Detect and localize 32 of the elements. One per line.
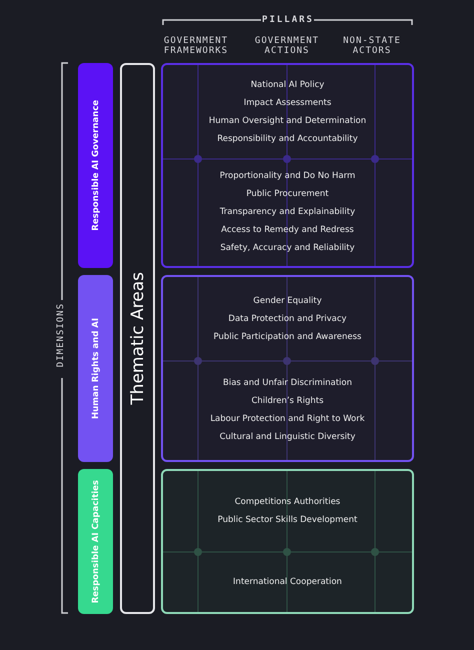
- dimension-label: Human Rights and AI: [90, 318, 100, 420]
- bracket-title: DIMENSIONS: [56, 303, 66, 368]
- thematic-area-text: Access to Remedy and Redress: [221, 224, 354, 237]
- vertical-heading: Thematic Areas: [128, 272, 148, 405]
- thematic-area-text: Gender Equality: [253, 294, 322, 308]
- thematic-area-text: Human Oversight and Determination: [208, 114, 366, 128]
- thematic-area-text: Proportionality and Do No Harm: [220, 170, 356, 183]
- column-header: NON-STATE ACTORS: [342, 36, 402, 58]
- dimension-label: Responsible AI Capacities: [90, 480, 100, 604]
- thematic-area-text: Safety, Accuracy and Reliability: [220, 242, 355, 255]
- thematic-area-text: Competitions Authorities: [234, 496, 340, 509]
- thematic-area-text: Public Procurement: [246, 188, 329, 201]
- bracket-title: PILLARS: [262, 15, 314, 27]
- dimension-bar: [78, 469, 113, 614]
- thematic-area-text: Responsibility and Accountability: [217, 132, 358, 146]
- column-header: GOVERNMENT FRAMEWORKS: [162, 36, 230, 58]
- thematic-area-text: Data Protection and Privacy: [228, 312, 347, 326]
- dimension-bar: [78, 275, 113, 462]
- thematic-area-text: Public Participation and Awareness: [214, 330, 362, 344]
- thematic-area-text: National AI Policy: [250, 78, 324, 92]
- dimension-label: Responsible AI Governance: [90, 100, 100, 231]
- thematic-area-text: Labour Protection and Right to Work: [210, 413, 365, 426]
- thematic-area-text: Public Sector Skills Development: [218, 514, 358, 527]
- thematic-area-text: Impact Assessments: [244, 96, 332, 110]
- thematic-area-text: Transparency and Explainability: [220, 206, 356, 219]
- thematic-area-text: Bias and Unfair Discrimination: [223, 377, 352, 390]
- thematic-area-text: Children’s Rights: [251, 395, 324, 408]
- dimension-bar: [78, 63, 113, 268]
- thematic-areas-box: [120, 63, 155, 614]
- thematic-area-text: Cultural and Linguistic Diversity: [220, 431, 356, 444]
- column-header: GOVERNMENT ACTIONS: [254, 36, 320, 58]
- thematic-area-text: International Cooperation: [233, 576, 342, 588]
